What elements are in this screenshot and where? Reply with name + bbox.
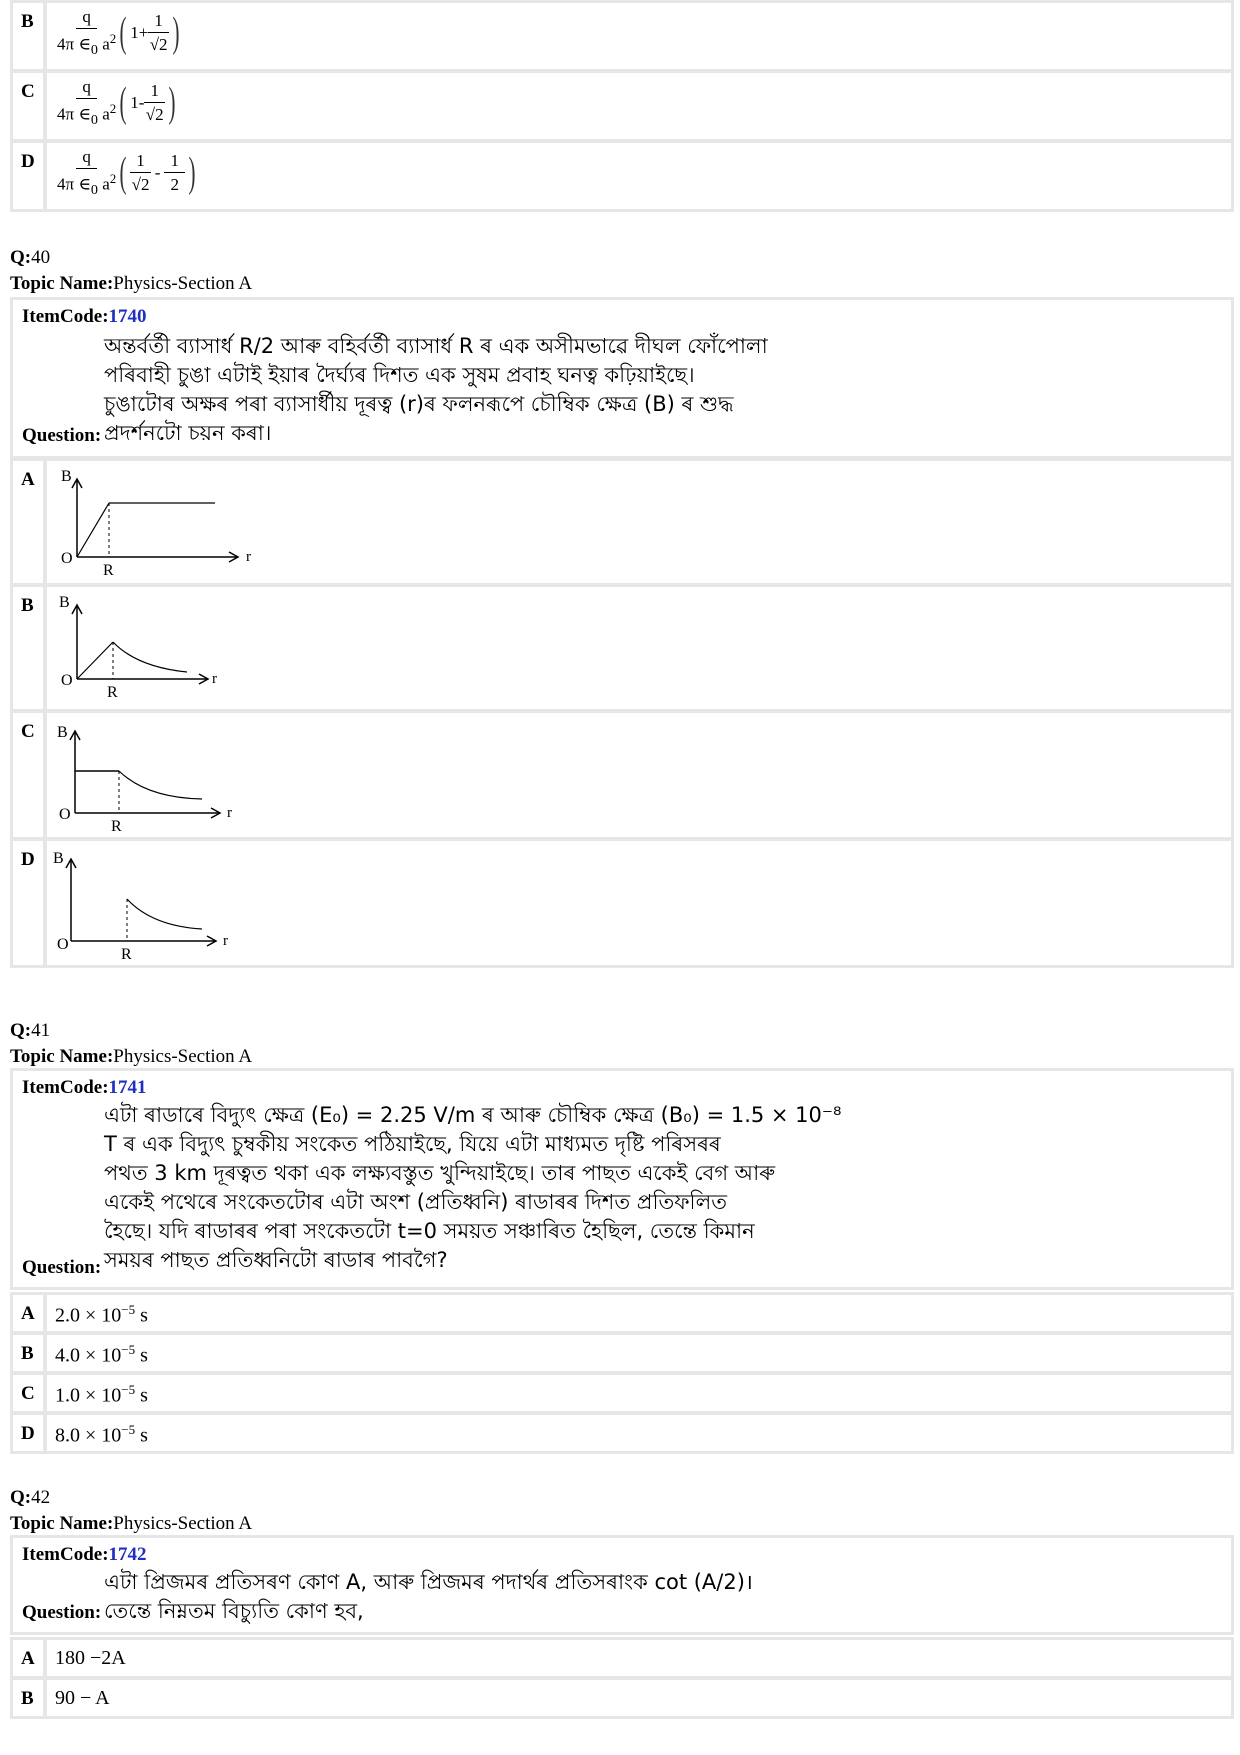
graph-a: B r O R [61, 468, 251, 579]
svg-text:r: r [246, 549, 251, 565]
item-code: ItemCode:1741 [22, 1077, 147, 1098]
question-label: Question: [22, 425, 102, 446]
svg-text:O: O [61, 672, 73, 689]
q40-header: Q:40 Topic Name:Physics-Section A [10, 247, 253, 294]
option-value: 180 −2A [55, 1647, 126, 1669]
q40-option-d[interactable]: D B r O R [13, 841, 1231, 965]
q42-option-b[interactable]: B 90 − A [13, 1680, 1231, 1716]
q42-header: Q:42 Topic Name:Physics-Section A [10, 1487, 253, 1534]
svg-text:R: R [103, 562, 114, 579]
svg-text:R: R [107, 684, 118, 701]
question-label: Question: [22, 1602, 102, 1623]
option-letter: D [13, 1415, 43, 1451]
svg-text:O: O [59, 806, 71, 823]
q40-option-c[interactable]: C B r O R [13, 713, 1231, 837]
option-letter: C [13, 1375, 43, 1411]
q41-option-a[interactable]: A 2.0 × 10−5 s [13, 1295, 1231, 1331]
option-value: 1.0 × 10−5 s [55, 1382, 148, 1407]
option-letter: A [13, 1640, 43, 1676]
svg-text:R: R [121, 946, 132, 963]
q41-option-b[interactable]: B 4.0 × 10−5 s [13, 1335, 1231, 1371]
svg-text:r: r [212, 671, 217, 687]
graph-c: B r O R [57, 724, 232, 835]
q42-question-box: ItemCode:1742 এটা প্ৰিজমৰ প্ৰতিসৰণ কোণ A… [10, 1535, 1234, 1635]
svg-text:r: r [227, 805, 232, 821]
option-letter: C [13, 713, 43, 837]
option-letter: C [13, 73, 43, 139]
option-letter: B [13, 1335, 43, 1371]
svg-text:B: B [61, 468, 72, 485]
q41-question-box: ItemCode:1741 এটা ৰাডাৰে বিদ্যুৎ ক্ষেত্ৰ… [10, 1068, 1234, 1290]
option-letter: B [13, 587, 43, 709]
option-value: 2.0 × 10−5 s [55, 1302, 148, 1327]
item-code: ItemCode:1740 [22, 306, 147, 327]
svg-text:R: R [111, 818, 122, 835]
q41-options: A 2.0 × 10−5 s B 4.0 × 10−5 s C 1.0 × 10… [10, 1292, 1234, 1454]
svg-text:O: O [61, 550, 73, 567]
option-letter: D [13, 841, 43, 965]
option-letter: B [13, 3, 43, 69]
option-value: 4.0 × 10−5 s [55, 1342, 148, 1367]
option-value: 8.0 × 10−5 s [55, 1422, 148, 1447]
option-letter: A [13, 1295, 43, 1331]
svg-text:r: r [223, 933, 228, 949]
option-letter: B [13, 1680, 43, 1716]
item-code: ItemCode:1742 [22, 1544, 147, 1565]
svg-text:B: B [53, 850, 64, 867]
q41-option-c[interactable]: C 1.0 × 10−5 s [13, 1375, 1231, 1411]
question-text: অন্তৰ্বৰ্তী ব্যাসাৰ্ধ R/2 আৰু বহিৰ্বৰ্তী… [104, 334, 768, 445]
question-text: এটা ৰাডাৰে বিদ্যুৎ ক্ষেত্ৰ (E₀) = 2.25 V… [104, 1103, 842, 1272]
q40-question-box: ItemCode:1740 অন্তৰ্বৰ্তী ব্যাসাৰ্ধ R/2 … [10, 297, 1234, 459]
q41-header: Q:41 Topic Name:Physics-Section A [10, 1020, 253, 1067]
q42-option-a[interactable]: A 180 −2A [13, 1640, 1231, 1676]
svg-text:B: B [59, 594, 70, 611]
q40-options: A B r O R B [10, 458, 1234, 968]
q42-options: A 180 −2A B 90 − A [10, 1637, 1234, 1719]
q40-option-a[interactable]: A B r O R [13, 461, 1231, 583]
graph-b: B r O R [59, 594, 217, 701]
option-letter: D [13, 143, 43, 209]
option-value: 90 − A [55, 1687, 110, 1709]
q40-option-b[interactable]: B B r O R [13, 587, 1231, 709]
question-text: এটা প্ৰিজমৰ প্ৰতিসৰণ কোণ A, আৰু প্ৰিজমৰ … [104, 1570, 753, 1623]
option-letter: A [13, 461, 43, 583]
question-label: Question: [22, 1257, 102, 1278]
svg-text:O: O [57, 936, 69, 953]
svg-text:B: B [57, 724, 68, 741]
q41-option-d[interactable]: D 8.0 × 10−5 s [13, 1415, 1231, 1451]
graph-d: B r O R [53, 850, 228, 963]
